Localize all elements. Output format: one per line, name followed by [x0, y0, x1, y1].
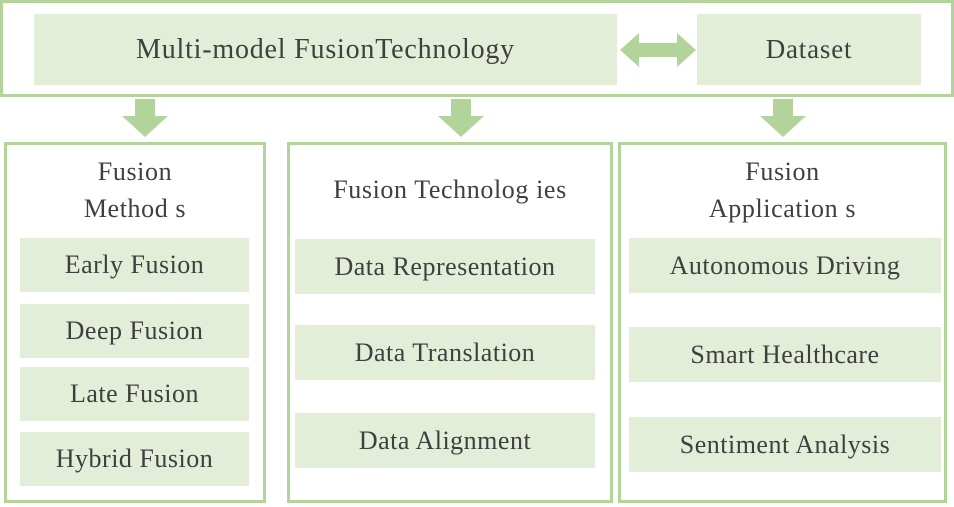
fusion-applications-title: Fusion Application s — [621, 153, 944, 227]
multimodel-fusion-label: Multi-model FusionTechnology — [136, 33, 515, 65]
smart-healthcare-box: Smart Healthcare — [629, 327, 941, 382]
early-fusion-box: Early Fusion — [20, 238, 249, 292]
fusion-applications-title-line2: Application s — [708, 194, 857, 223]
data-representation-box: Data Representation — [295, 239, 595, 294]
hybrid-fusion-box: Hybrid Fusion — [20, 432, 249, 486]
late-fusion-box: Late Fusion — [20, 367, 249, 421]
multimodel-fusion-box: Multi-model FusionTechnology — [34, 14, 617, 85]
fusion-applications-panel: Fusion Application s Autonomous Driving … — [618, 142, 947, 503]
deep-fusion-box: Deep Fusion — [20, 304, 249, 358]
double-arrow-icon — [620, 33, 696, 67]
data-translation-box: Data Translation — [295, 325, 595, 380]
fusion-methods-panel: Fusion Method s Early Fusion Deep Fusion… — [4, 142, 266, 503]
fusion-technologies-title: Fusion Technolog ies — [290, 175, 610, 205]
down-arrow-icon — [122, 99, 168, 137]
down-arrow-icon — [760, 99, 806, 137]
fusion-methods-title: Fusion Method s — [7, 153, 263, 227]
dataset-box: Dataset — [697, 14, 921, 85]
down-arrow-icon — [438, 99, 484, 137]
sentiment-analysis-box: Sentiment Analysis — [629, 417, 941, 472]
fusion-applications-title-line1: Fusion — [745, 157, 820, 186]
data-alignment-box: Data Alignment — [295, 413, 595, 468]
fusion-technologies-panel: Fusion Technolog ies Data Representation… — [287, 142, 613, 503]
fusion-methods-title-line2: Method s — [83, 194, 187, 223]
fusion-technologies-title-line1: Fusion Technolog ies — [333, 175, 567, 204]
fusion-methods-title-line1: Fusion — [97, 157, 173, 186]
dataset-label: Dataset — [765, 34, 853, 64]
autonomous-driving-box: Autonomous Driving — [629, 238, 941, 293]
top-panel: Multi-model FusionTechnology Dataset — [0, 0, 954, 97]
